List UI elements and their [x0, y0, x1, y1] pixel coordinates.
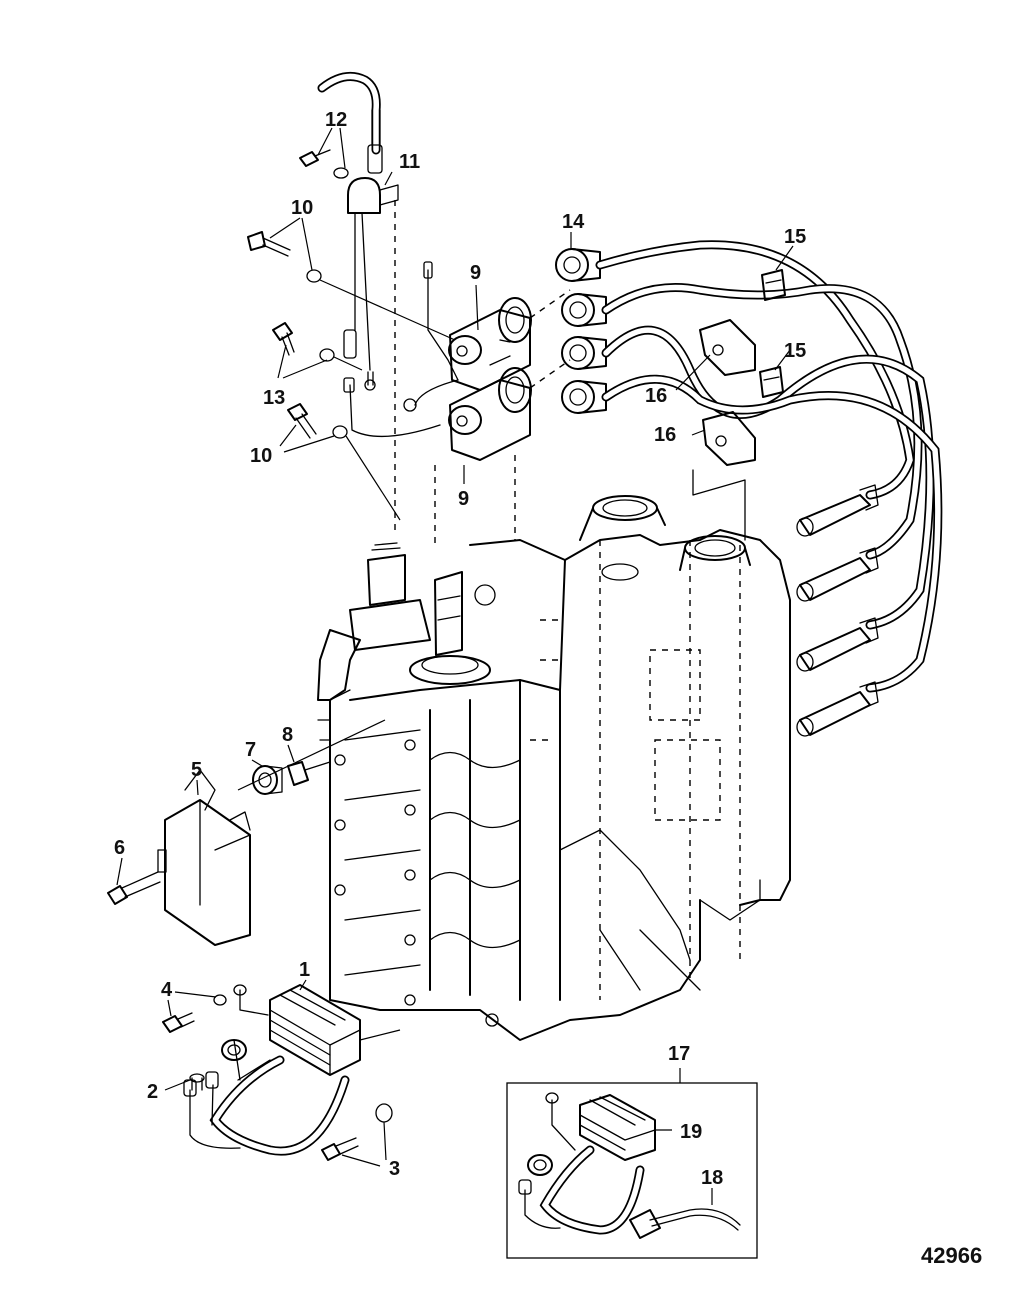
leader-line-5: [237, 719, 386, 791]
callout-leaders: [116, 127, 794, 1167]
callout-12: 12: [325, 109, 347, 131]
harness-cable-top: [317, 71, 383, 174]
voltage-regulator-part-1: [269, 984, 401, 1076]
callout-16-lower: 16: [654, 424, 676, 446]
bolt-part-10-lower: [287, 403, 401, 521]
callout-17: 17: [668, 1043, 690, 1065]
screw-part-12: [299, 149, 349, 179]
ignition-coil-lower-part-9: [434, 359, 571, 545]
spark-plug-leads: [595, 240, 943, 693]
callout-13: 13: [263, 387, 285, 409]
bolt-part-10-upper: [247, 231, 456, 341]
ground-wires: [343, 212, 459, 438]
callout-4: 4: [161, 979, 173, 1001]
engine-block: [317, 495, 791, 1041]
bolt-part-4: [162, 994, 227, 1033]
block-bolts: [334, 739, 499, 1027]
callout-6: 6: [114, 837, 125, 859]
callout-18: 18: [701, 1167, 723, 1189]
callout-2: 2: [147, 1081, 158, 1103]
callout-7: 7: [245, 739, 256, 761]
voltage-regulator-part-19: [579, 1094, 672, 1161]
plug-part-8: [287, 761, 331, 786]
spark-plug-caps: [796, 484, 879, 737]
ignition-coil-upper-part-9: [448, 289, 571, 391]
regulator-harness: [183, 984, 350, 1156]
callout-10-upper: 10: [291, 197, 313, 219]
callout-19: 19: [680, 1121, 702, 1143]
callout-9-upper: 9: [470, 262, 481, 284]
callout-10-lower: 10: [250, 445, 272, 467]
bracket-part-16-lower: [692, 411, 756, 541]
figure-number: 42966: [921, 1243, 982, 1268]
callout-11: 11: [399, 151, 420, 173]
screw-part-6: [107, 871, 161, 905]
bracket-part-16-upper: [699, 319, 756, 376]
grommet-part-7: [252, 765, 283, 795]
clamp-part-11: [347, 177, 399, 530]
callout-15-lower: 15: [784, 340, 806, 362]
callout-16-upper: 16: [645, 385, 667, 407]
callout-9-lower: 9: [458, 488, 469, 510]
callout-8: 8: [282, 724, 293, 746]
wire-clip-part-15-upper: [761, 269, 786, 301]
callout-numbers: 12 11 10 9 14 15 15 16 16 13 10 9 5 7 8 …: [114, 109, 806, 1189]
callout-3: 3: [389, 1158, 400, 1180]
callout-1: 1: [299, 959, 310, 981]
leader-line-3: [359, 1029, 401, 1041]
callout-14: 14: [562, 211, 585, 233]
callout-15-upper: 15: [784, 226, 806, 248]
spark-plug-boots-part-14: [555, 248, 607, 414]
inset-kit-part-17: [506, 1068, 758, 1259]
screw-part-2: [189, 1073, 205, 1091]
wire-clip-part-15-lower: [759, 366, 784, 398]
ignition-module-part-5: [157, 769, 251, 946]
callout-5: 5: [191, 759, 202, 781]
connector-part-18: [629, 1188, 741, 1239]
